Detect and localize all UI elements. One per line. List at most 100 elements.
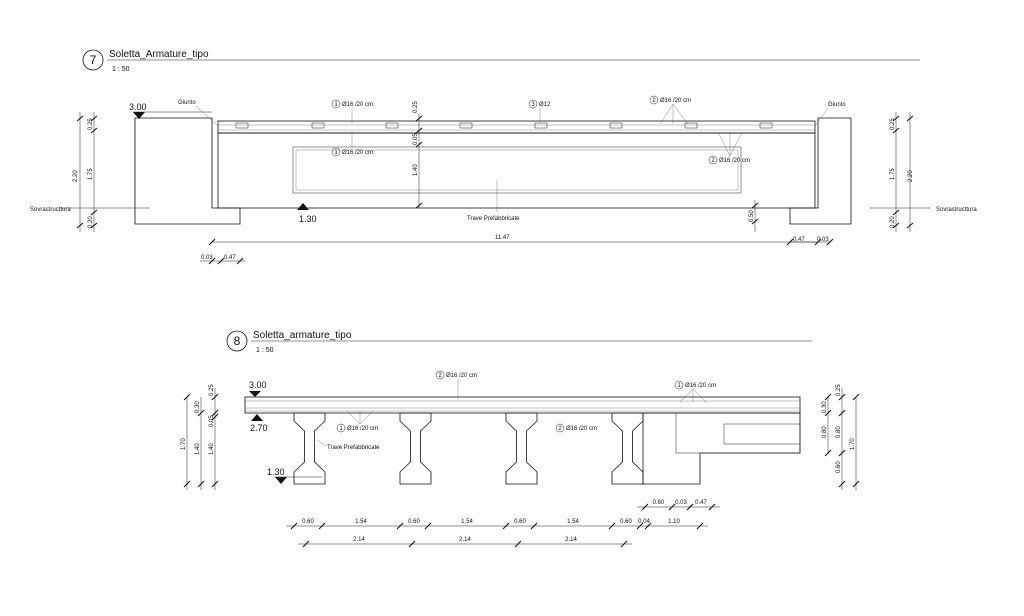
dim-left-175: 1.75	[88, 168, 94, 180]
view-8: 8 Soletta_armature_tipo 1 : 50 3.00 2.70…	[181, 330, 860, 548]
elev-8-top: 3.00	[249, 380, 267, 390]
giunto-left-label: Giunto	[178, 100, 196, 106]
dim8-l-030: 0.30	[195, 401, 201, 413]
sovra-left-label: Sovrastructtura	[30, 207, 71, 213]
dim-v050: 0.50	[749, 210, 755, 222]
trave-label-7: Trave Prefabbricate	[467, 216, 520, 222]
dim-label: 2.14	[353, 537, 365, 543]
elev-bottom-marker	[297, 203, 309, 210]
dim-label: 0.60	[514, 519, 526, 525]
dim-label: 0.47	[695, 500, 707, 506]
dim-label: 0.60	[620, 519, 632, 525]
svg-text:2: 2	[711, 158, 715, 164]
dim-label: 1.10	[668, 519, 680, 525]
view-8-number-circle	[226, 330, 248, 352]
prefab-beam	[217, 132, 816, 209]
elev-8-bot-marker	[275, 477, 287, 484]
svg-text:Ø16 /20 cm: Ø16 /20 cm	[685, 383, 716, 389]
dim-label: 0.04	[638, 519, 650, 525]
svg-text:Ø16 /20 cm: Ø16 /20 cm	[342, 102, 373, 108]
beam-void	[292, 146, 742, 194]
deck-slab-8	[244, 396, 801, 414]
tag8-2-bot: 2 Ø16 /20 cm	[555, 423, 597, 433]
svg-text:2: 2	[652, 98, 656, 104]
giunto-right-label: Giunto	[828, 102, 846, 108]
dim8-l-140b: 1.40	[209, 443, 215, 455]
elev-8-bot: 1.30	[267, 467, 285, 477]
dim8-r-060: 0.60	[836, 461, 842, 473]
tag-3: 3 Ø12	[528, 99, 551, 123]
i-beam-1	[293, 412, 326, 485]
svg-text:1: 1	[677, 383, 681, 389]
elev-top-marker	[133, 112, 145, 119]
elev-top-label: 3.00	[129, 102, 147, 112]
dim-v025: 0.25	[413, 101, 419, 113]
dim-row-2: 2.14 2.14 2.14	[298, 537, 632, 548]
i-beam-4	[611, 412, 644, 485]
view-7-number: 7	[90, 53, 97, 67]
dim8-l-170: 1.70	[181, 438, 187, 450]
sovra-right-label: Sovrastructtura	[936, 207, 977, 213]
view-7-number-circle	[82, 49, 104, 71]
svg-text:2: 2	[558, 426, 562, 432]
dim8-r-170: 1.70	[850, 438, 856, 450]
dim8-l-025: 0.25	[209, 384, 215, 396]
tag8-1-bot: 1 Ø16 /20 cm	[336, 410, 378, 433]
dim-right-025: 0.25	[890, 118, 896, 130]
dim-label: 0.60	[302, 519, 314, 525]
tag-2-bot: 2 Ø16 /20 cm	[708, 131, 750, 165]
i-beam-3	[505, 412, 538, 485]
dim8-r-080a: 0.80	[822, 426, 828, 438]
dim-right-020: 0.20	[890, 216, 896, 228]
elev-bottom-label: 1.30	[299, 214, 317, 224]
dim8-r-030: 0.30	[822, 401, 828, 413]
dim-right-220: 2.20	[908, 170, 914, 182]
dim-v005: 0.05	[413, 133, 419, 145]
slab-rebar-blocks	[235, 122, 773, 129]
dim-bl-047: 0.47	[224, 255, 236, 261]
dim-bl-003: 0.03	[201, 255, 213, 261]
svg-text:1: 1	[334, 150, 338, 156]
trave-label-8: Trave Prefabbricate	[327, 445, 380, 451]
svg-text:Ø16 /20 cm: Ø16 /20 cm	[446, 373, 477, 379]
dim-right-175: 1.75	[890, 168, 896, 180]
tag8-1-top: 1 Ø16 /20 cm	[674, 380, 716, 403]
view-7: 7 Soletta_Armature_tipo 1 : 50 3.0	[30, 49, 977, 265]
dim8-l-140a: 1.40	[195, 443, 201, 455]
svg-text:3: 3	[531, 102, 535, 108]
tag-1-top: 1 Ø16 /20 cm	[331, 99, 373, 124]
dim-left-220: 2.20	[73, 170, 79, 182]
view-8-number: 8	[234, 334, 241, 348]
view-8-scale: 1 : 50	[256, 347, 274, 354]
view-7-title: Soletta_Armature_tipo	[109, 49, 209, 60]
dim-br-003: 0.03	[817, 237, 829, 243]
dim-total: 11.47	[495, 235, 510, 241]
svg-text:Ø16 /20 cm: Ø16 /20 cm	[342, 150, 373, 156]
dim-label: 1.54	[461, 519, 473, 525]
dim-label: 2.14	[459, 537, 471, 543]
tag-2-top: 2 Ø16 /20 cm	[649, 95, 691, 125]
dim-label: 0.60	[408, 519, 420, 525]
dim-br-047: 0.47	[793, 237, 805, 243]
view-7-scale: 1 : 50	[112, 66, 130, 73]
svg-text:Ø16 /20 cm: Ø16 /20 cm	[566, 426, 597, 432]
dim-label: 0.03	[675, 500, 687, 506]
svg-text:1: 1	[339, 426, 343, 432]
dim8-l-005: 0.05	[209, 415, 215, 427]
dim8-r-025: 0.25	[836, 384, 842, 396]
view-8-title: Soletta_armature_tipo	[253, 330, 352, 341]
svg-text:Ø12: Ø12	[539, 102, 551, 108]
dim8-r-080b: 0.80	[836, 426, 842, 438]
dim-left-020: 0.20	[88, 216, 94, 228]
svg-text:2: 2	[438, 373, 442, 379]
tag8-2-top: 2 Ø16 /20 cm	[435, 370, 477, 399]
svg-text:Ø16 /20 cm: Ø16 /20 cm	[660, 98, 691, 104]
elev-8-mid: 2.70	[250, 423, 268, 433]
dim-label: 0.60	[653, 500, 665, 506]
dim-label: 2.14	[565, 537, 577, 543]
deck-slab	[217, 120, 816, 134]
svg-text:1: 1	[334, 102, 338, 108]
elev-8-top-marker	[249, 391, 261, 397]
dim-label: 1.54	[355, 519, 367, 525]
